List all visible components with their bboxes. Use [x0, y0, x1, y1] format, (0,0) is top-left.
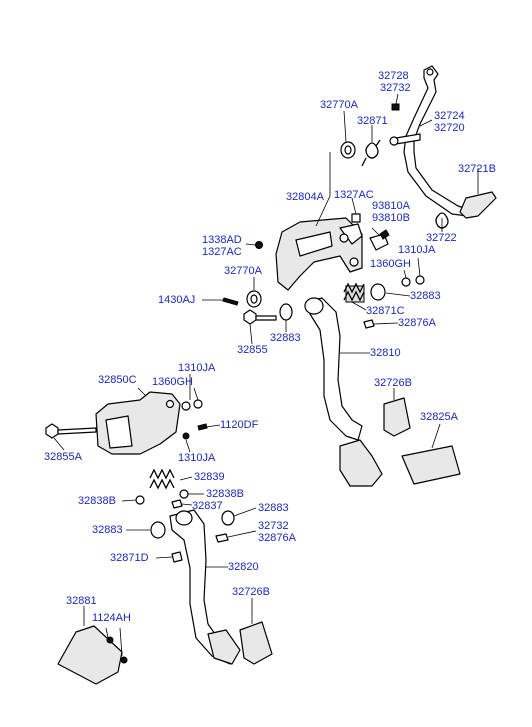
label-32726B-top: 32726B	[374, 377, 412, 389]
bushing-32883-center	[279, 303, 293, 321]
label-32881: 32881	[66, 595, 97, 607]
brake-pad-32726B	[383, 397, 411, 437]
label-32883-d: 32883	[92, 524, 123, 536]
pedal-bracket-32804A	[275, 217, 363, 291]
label-1360GH-mid: 1360GH	[152, 376, 193, 388]
label-32770A-mid: 32770A	[224, 265, 262, 277]
label-32732-low: 32732	[258, 520, 289, 532]
label-32721B: 32721B	[458, 163, 496, 175]
bushing-32770A-mid	[246, 290, 262, 308]
label-1120DF: 1120DF	[220, 419, 259, 431]
brake-pedal-arm-32810	[304, 297, 363, 441]
label-32838B-left: 32838B	[78, 495, 116, 507]
bushing-32883-right	[370, 283, 386, 301]
bolt-1430AJ	[222, 297, 239, 306]
label-32804A: 32804A	[286, 191, 324, 203]
bushing-32883-clutch-left	[150, 521, 166, 539]
label-32726B-low: 32726B	[232, 586, 270, 598]
spring-32871D	[171, 551, 183, 563]
label-32732-top: 32732	[380, 82, 411, 94]
label-32820: 32820	[228, 561, 259, 573]
label-1310JA-low: 1310JA	[178, 452, 216, 464]
label-1338AD: 1338AD	[202, 234, 242, 246]
label-32855A: 32855A	[44, 451, 82, 463]
label-1310JA-top: 1310JA	[398, 244, 436, 256]
label-32876A-low: 32876A	[258, 532, 296, 544]
bushing-32838B-right	[179, 489, 189, 499]
footrest-32881	[57, 625, 128, 685]
bushing-32770A-top	[340, 141, 356, 159]
label-32720: 32720	[434, 122, 465, 134]
nuts-1360GH-1310JA-mid	[181, 399, 203, 411]
accelerator-spring-32722	[435, 212, 449, 229]
label-1124AH: 1124AH	[92, 612, 131, 624]
nut-1360GH-top	[401, 277, 411, 287]
label-32883-c: 32883	[258, 502, 289, 514]
label-32883-a: 32883	[410, 290, 441, 302]
accelerator-bolt-32728	[391, 103, 400, 111]
bolt-32855A	[45, 423, 97, 439]
clutch-spring-32839	[149, 468, 175, 490]
label-32871D: 32871D	[110, 552, 149, 564]
label-32876A-top: 32876A	[398, 317, 436, 329]
label-93810B: 93810B	[372, 212, 410, 224]
label-32722: 32722	[426, 232, 457, 244]
label-32839: 32839	[194, 471, 225, 483]
stopper-32876A-top	[363, 319, 375, 329]
label-32855: 32855	[237, 344, 268, 356]
clutch-bracket-32850C	[95, 391, 181, 455]
label-32810: 32810	[370, 347, 401, 359]
label-1327AC-mid: 1327AC	[202, 246, 242, 258]
label-32850C: 32850C	[98, 374, 137, 386]
leader-lines	[53, 93, 479, 657]
clip-1338AD	[255, 241, 263, 249]
clutch-pad-32726B	[239, 621, 273, 665]
stopper-32732-32876A	[215, 533, 229, 543]
label-32825A: 32825A	[420, 411, 458, 423]
bolt-32855	[243, 309, 277, 325]
accelerator-pedal-pad	[459, 191, 497, 219]
brake-spring-32871C	[343, 282, 365, 303]
brake-pad-lower	[339, 439, 383, 487]
pin-32837	[171, 499, 183, 509]
nut-1327AC-top	[351, 213, 361, 223]
nut-1310JA-top	[415, 275, 425, 285]
screw-1120DF	[197, 423, 208, 431]
clutch-pad-lower	[207, 629, 241, 665]
label-1310JA-mid: 1310JA	[178, 362, 216, 374]
label-32724: 32724	[434, 110, 465, 122]
label-1360GH-top: 1360GH	[370, 258, 411, 270]
label-93810A: 93810A	[372, 200, 410, 212]
bushing-32838B-left	[135, 495, 145, 505]
accelerator-spring-32871	[361, 139, 381, 167]
label-32883-b: 32883	[270, 332, 301, 344]
label-32871: 32871	[357, 115, 388, 127]
label-32728: 32728	[378, 70, 409, 82]
label-32871C: 32871C	[366, 305, 405, 317]
label-32838B-right: 32838B	[206, 488, 244, 500]
switch-93810	[369, 229, 390, 251]
nut-1310JA-low	[182, 432, 190, 440]
label-32837: 32837	[192, 500, 223, 512]
brake-pad-cover-32825A	[401, 445, 461, 485]
label-1430AJ: 1430AJ	[158, 294, 196, 306]
label-32770A-top: 32770A	[320, 99, 358, 111]
bushing-32883-clutch-right	[221, 510, 235, 526]
label-1327AC-top: 1327AC	[334, 189, 374, 201]
